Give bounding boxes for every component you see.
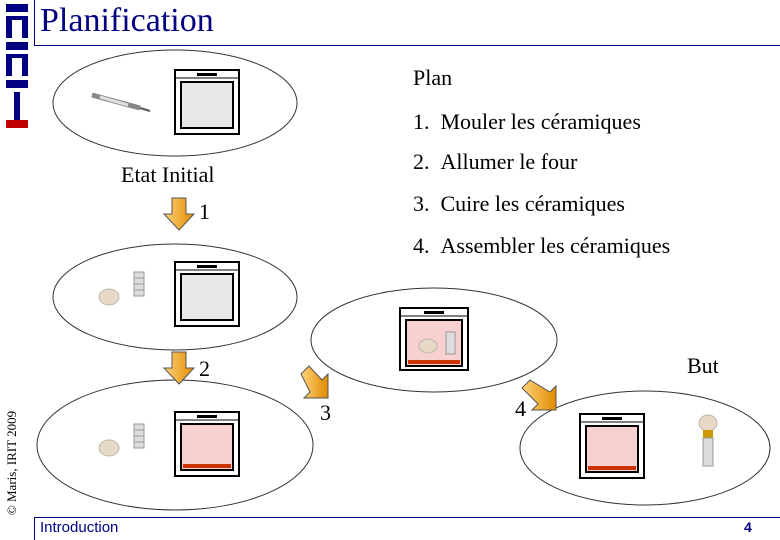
footer-divider (34, 517, 780, 518)
step-number-2: 2 (199, 356, 210, 381)
step-number-4: 4 (515, 396, 526, 421)
page-title: Planification (40, 2, 214, 39)
ceramic-piece-icon (98, 439, 120, 457)
goal-label: But (687, 353, 719, 378)
arrow-step-2 (162, 351, 196, 385)
header-divider (34, 0, 35, 45)
ceramic-piece-icon (98, 288, 120, 306)
plan-step-3: 3. Cuire les céramiques (413, 191, 625, 216)
oven-icon-1 (174, 69, 240, 135)
header-underline (34, 45, 780, 46)
page-number: 4 (744, 519, 752, 535)
plan-heading: Plan (413, 65, 453, 90)
oven-icon-5 (579, 413, 645, 479)
state-ellipse-initial (52, 49, 298, 157)
arrow-step-1 (162, 197, 196, 231)
plan-step-1: 1. Mouler les céramiques (413, 109, 641, 134)
oven-icon-2 (174, 261, 240, 327)
implant-icon (133, 271, 145, 297)
state-ellipse-4 (310, 287, 558, 393)
arrow-step-4 (521, 379, 557, 411)
implant-icon (133, 423, 145, 449)
plan-step-4: 4. Assembler les céramiques (413, 233, 671, 258)
oven-icon-4 (399, 307, 469, 371)
footer-section: Introduction (40, 519, 119, 536)
initial-state-label: Etat Initial (121, 162, 215, 187)
plan-step-2: 2. Allumer le four (413, 149, 578, 174)
irit-logo (6, 4, 28, 128)
syringe-icon (91, 92, 151, 112)
footer-vertical-divider (34, 517, 35, 540)
sidebar: © Maris, IRIT 2009 (0, 0, 34, 540)
arrow-step-3 (300, 365, 329, 399)
state-ellipse-2 (52, 243, 298, 351)
step-number-1: 1 (199, 199, 210, 224)
step-number-3: 3 (320, 400, 331, 425)
assembled-implant-icon (698, 414, 718, 467)
oven-icon-3 (174, 411, 240, 477)
state-ellipse-goal (519, 390, 771, 506)
